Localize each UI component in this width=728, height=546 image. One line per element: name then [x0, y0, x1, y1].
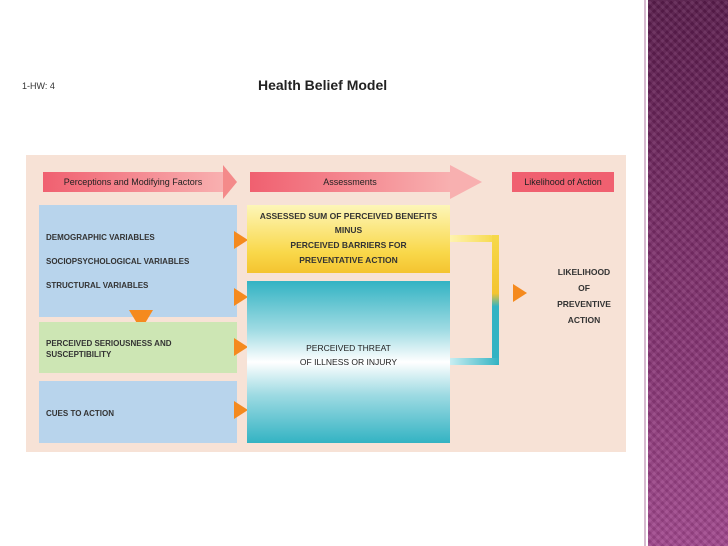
- right-arrow-icon: [234, 338, 248, 356]
- outcome-line3: PREVENTIVE: [557, 299, 611, 309]
- sociopsychological-variables-label: SOCIOPSYCHOLOGICAL VARIABLES: [46, 257, 190, 266]
- perceived-seriousness-line1: PERCEIVED SERIOUSNESS AND: [46, 339, 172, 348]
- header-assessments: Assessments: [250, 172, 450, 192]
- right-arrow-icon: [513, 284, 527, 302]
- benefits-line1: ASSESSED SUM OF PERCEIVED BENEFITS: [259, 211, 438, 221]
- cues-to-action-label: CUES TO ACTION: [46, 409, 115, 418]
- header-assessments-arrowhead: [450, 165, 482, 199]
- threat-line1: PERCEIVED THREAT: [306, 343, 391, 353]
- right-arrow-icon: [234, 401, 248, 419]
- right-arrow-icon: [234, 288, 248, 306]
- slide-code: 1-HW: 4: [22, 81, 55, 91]
- outcome-line2: OF: [578, 283, 590, 293]
- header-likelihood: Likelihood of Action: [512, 172, 614, 192]
- cues-to-action-box: [39, 381, 237, 443]
- right-arrow-icon: [234, 231, 248, 249]
- benefits-line2: MINUS: [334, 225, 363, 235]
- decorative-side-strip: [648, 0, 728, 546]
- threat-line2: OF ILLNESS OR INJURY: [299, 357, 398, 367]
- header-perceptions: Perceptions and Modifying Factors: [43, 172, 223, 192]
- side-divider: [644, 0, 646, 546]
- structural-variables-label: STRUCTURAL VARIABLES: [46, 281, 149, 290]
- connector-vertical: [492, 235, 499, 365]
- perceived-seriousness-line2: SUSCEPTIBILITY: [46, 350, 112, 359]
- header-perceptions-arrowhead: [223, 165, 237, 199]
- connector-top: [450, 235, 496, 242]
- perceived-threat-box: [247, 281, 450, 443]
- benefits-line3: PERCEIVED BARRIERS FOR: [290, 240, 407, 250]
- connector-bottom: [450, 358, 499, 365]
- benefits-barriers-box: [247, 205, 450, 273]
- outcome-line1: LIKELIHOOD: [557, 267, 611, 277]
- slide-title: Health Belief Model: [258, 77, 388, 93]
- demographic-variables-label: DEMOGRAPHIC VARIABLES: [46, 233, 155, 242]
- benefits-line4: PREVENTATIVE ACTION: [299, 255, 398, 265]
- outcome-line4: ACTION: [567, 315, 601, 325]
- perceived-seriousness-box: [39, 322, 237, 373]
- modifying-factors-box: [39, 205, 237, 317]
